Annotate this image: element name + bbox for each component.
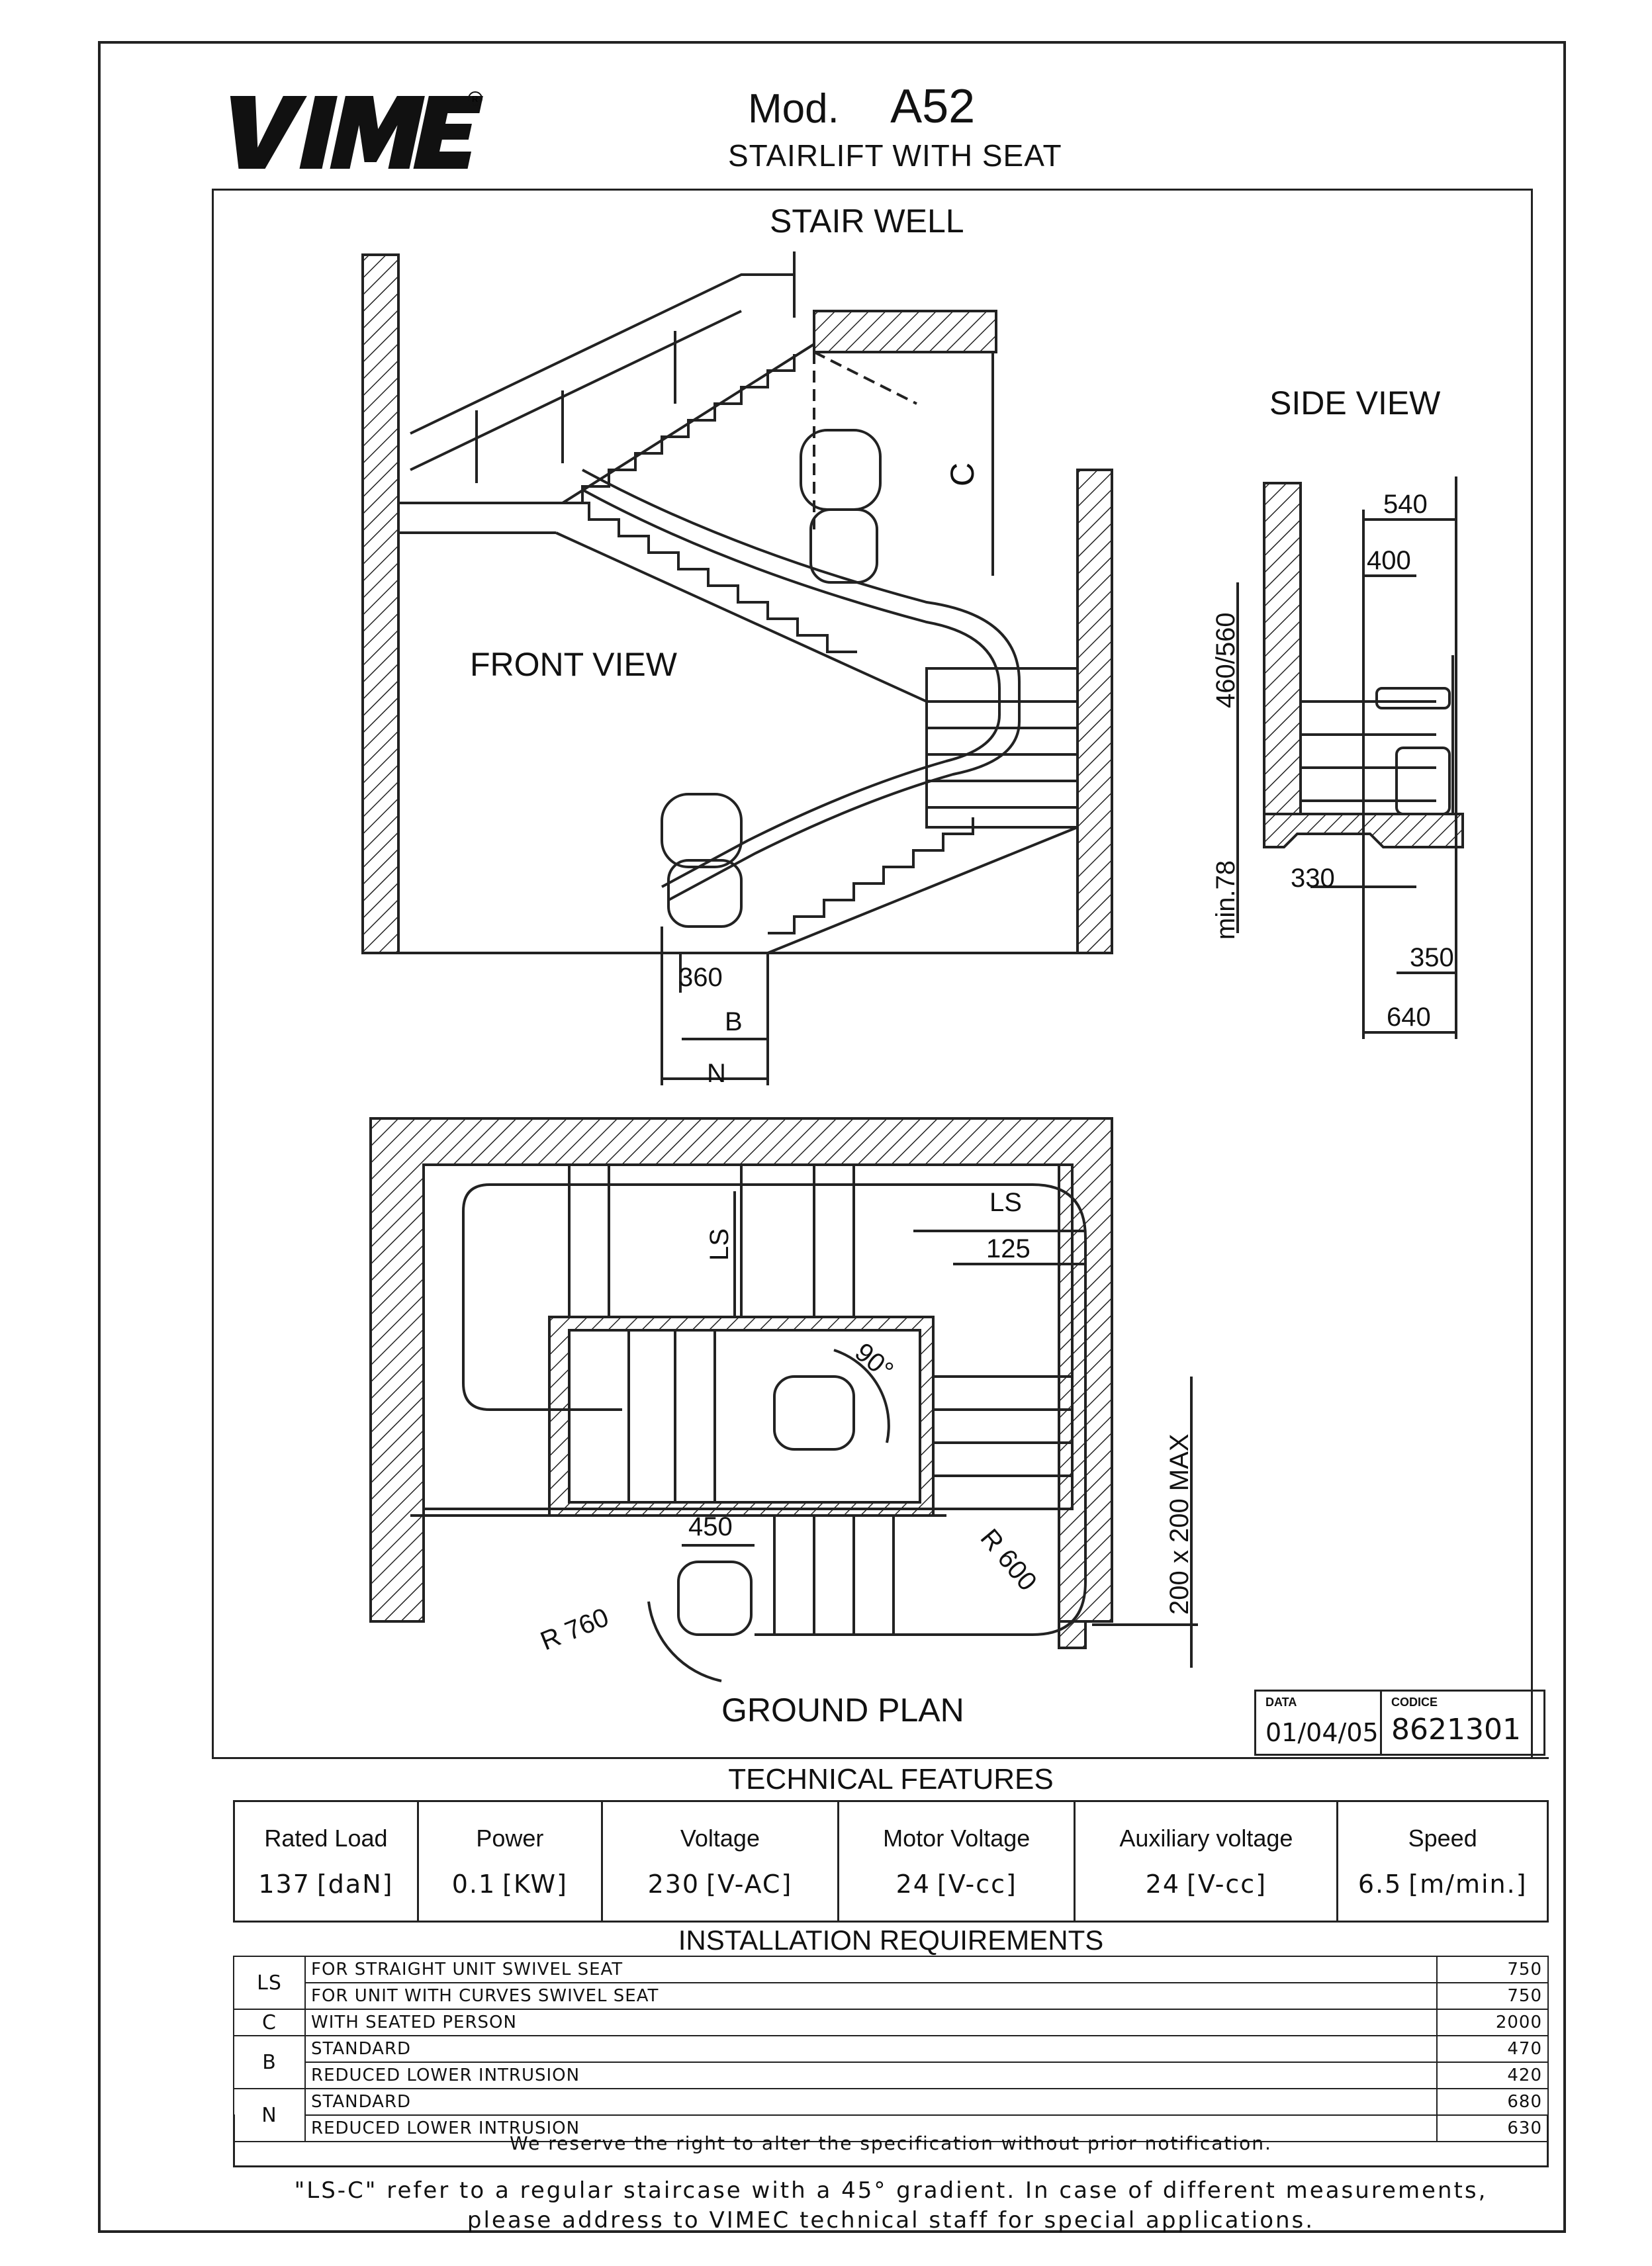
code-cell: CODICE 8621301 bbox=[1382, 1692, 1547, 1754]
dim-460-560: 460/560 bbox=[1211, 612, 1240, 708]
model-label: Mod. bbox=[748, 86, 839, 132]
dim-350: 350 bbox=[1410, 943, 1454, 972]
footnote-line-2: please address to VIMEC technical staff … bbox=[467, 2207, 1315, 2234]
dim-ls-right: LS bbox=[989, 1188, 1022, 1217]
table-row: FOR UNIT WITH CURVES SWIVEL SEAT 750 bbox=[234, 1982, 1549, 2010]
code-value: 8621301 bbox=[1391, 1713, 1521, 1746]
dim-n: N bbox=[707, 1059, 726, 1088]
dim-b: B bbox=[725, 1007, 743, 1036]
feature-auxiliary-voltage: Auxiliary voltage 24 [V-cc] bbox=[1074, 1800, 1339, 1923]
dim-c: C bbox=[944, 462, 981, 486]
feature-speed: Speed 6.5 [m/min.] bbox=[1336, 1800, 1549, 1923]
feature-power: Power 0.1 [KW] bbox=[416, 1800, 603, 1923]
model-number: A52 bbox=[890, 80, 976, 133]
footnote-line-1: "LS-C" refer to a regular staircase with… bbox=[294, 2177, 1488, 2204]
dim-200x200-max: 200 x 200 MAX bbox=[1165, 1433, 1194, 1615]
dim-540: 540 bbox=[1383, 490, 1428, 519]
dim-640: 640 bbox=[1387, 1003, 1431, 1032]
dim-450: 450 bbox=[688, 1512, 733, 1541]
side-view-label: SIDE VIEW bbox=[1269, 385, 1441, 422]
technical-features-table: Rated Load 137 [daN] Power 0.1 [KW] Volt… bbox=[233, 1800, 1549, 1923]
installation-title: INSTALLATION REQUIREMENTS bbox=[678, 1925, 1104, 1956]
table-row: REDUCED LOWER INTRUSION 630 bbox=[234, 2114, 1549, 2142]
dim-400: 400 bbox=[1367, 546, 1411, 575]
title-block: DATA 01/04/05 CODICE 8621301 bbox=[1254, 1690, 1545, 1756]
feature-motor-voltage: Motor Voltage 24 [V-cc] bbox=[837, 1800, 1076, 1923]
ground-plan-label: GROUND PLAN bbox=[721, 1692, 964, 1729]
dim-330: 330 bbox=[1291, 864, 1335, 893]
table-row: C WITH SEATED PERSON 2000 bbox=[233, 2009, 1549, 2036]
drawing-sheet bbox=[98, 41, 1566, 2233]
table-row: LS FOR STRAIGHT UNIT SWIVEL SEAT 750 bbox=[233, 1956, 1549, 2010]
tf-top-rule bbox=[233, 1757, 1549, 1759]
code-caption: CODICE bbox=[1391, 1696, 1438, 1709]
table-row: N STANDARD 680 bbox=[233, 2088, 1549, 2142]
technical-features-title: TECHNICAL FEATURES bbox=[728, 1763, 1054, 1795]
table-row: B STANDARD 470 bbox=[233, 2035, 1549, 2089]
technical-drawing bbox=[361, 251, 1464, 1682]
feature-rated-load: Rated Load 137 [daN] bbox=[233, 1800, 419, 1923]
dim-360: 360 bbox=[678, 963, 723, 992]
vimec-logo: R bbox=[230, 91, 483, 169]
model-heading: Mod. A52 bbox=[748, 79, 975, 134]
disclaimer: We reserve the right to alter the specif… bbox=[510, 2132, 1272, 2154]
stair-well-label: STAIR WELL bbox=[770, 203, 964, 240]
subtitle: STAIRLIFT WITH SEAT bbox=[728, 138, 1062, 173]
dim-ls-left: LS bbox=[705, 1228, 734, 1261]
installation-table: LS FOR STRAIGHT UNIT SWIVEL SEAT 750 FOR… bbox=[233, 1956, 1549, 2142]
table-row: REDUCED LOWER INTRUSION 420 bbox=[234, 2062, 1549, 2089]
feature-voltage: Voltage 230 [V-AC] bbox=[600, 1800, 840, 1923]
disclaimer-box bbox=[233, 2114, 1549, 2167]
svg-text:R: R bbox=[472, 94, 478, 104]
dim-125: 125 bbox=[986, 1234, 1031, 1263]
date-cell: DATA 01/04/05 bbox=[1256, 1692, 1382, 1754]
date-caption: DATA bbox=[1265, 1696, 1297, 1709]
date-value: 01/04/05 bbox=[1265, 1718, 1379, 1747]
dim-min78: min.78 bbox=[1211, 860, 1240, 940]
front-view-label: FRONT VIEW bbox=[470, 646, 677, 683]
